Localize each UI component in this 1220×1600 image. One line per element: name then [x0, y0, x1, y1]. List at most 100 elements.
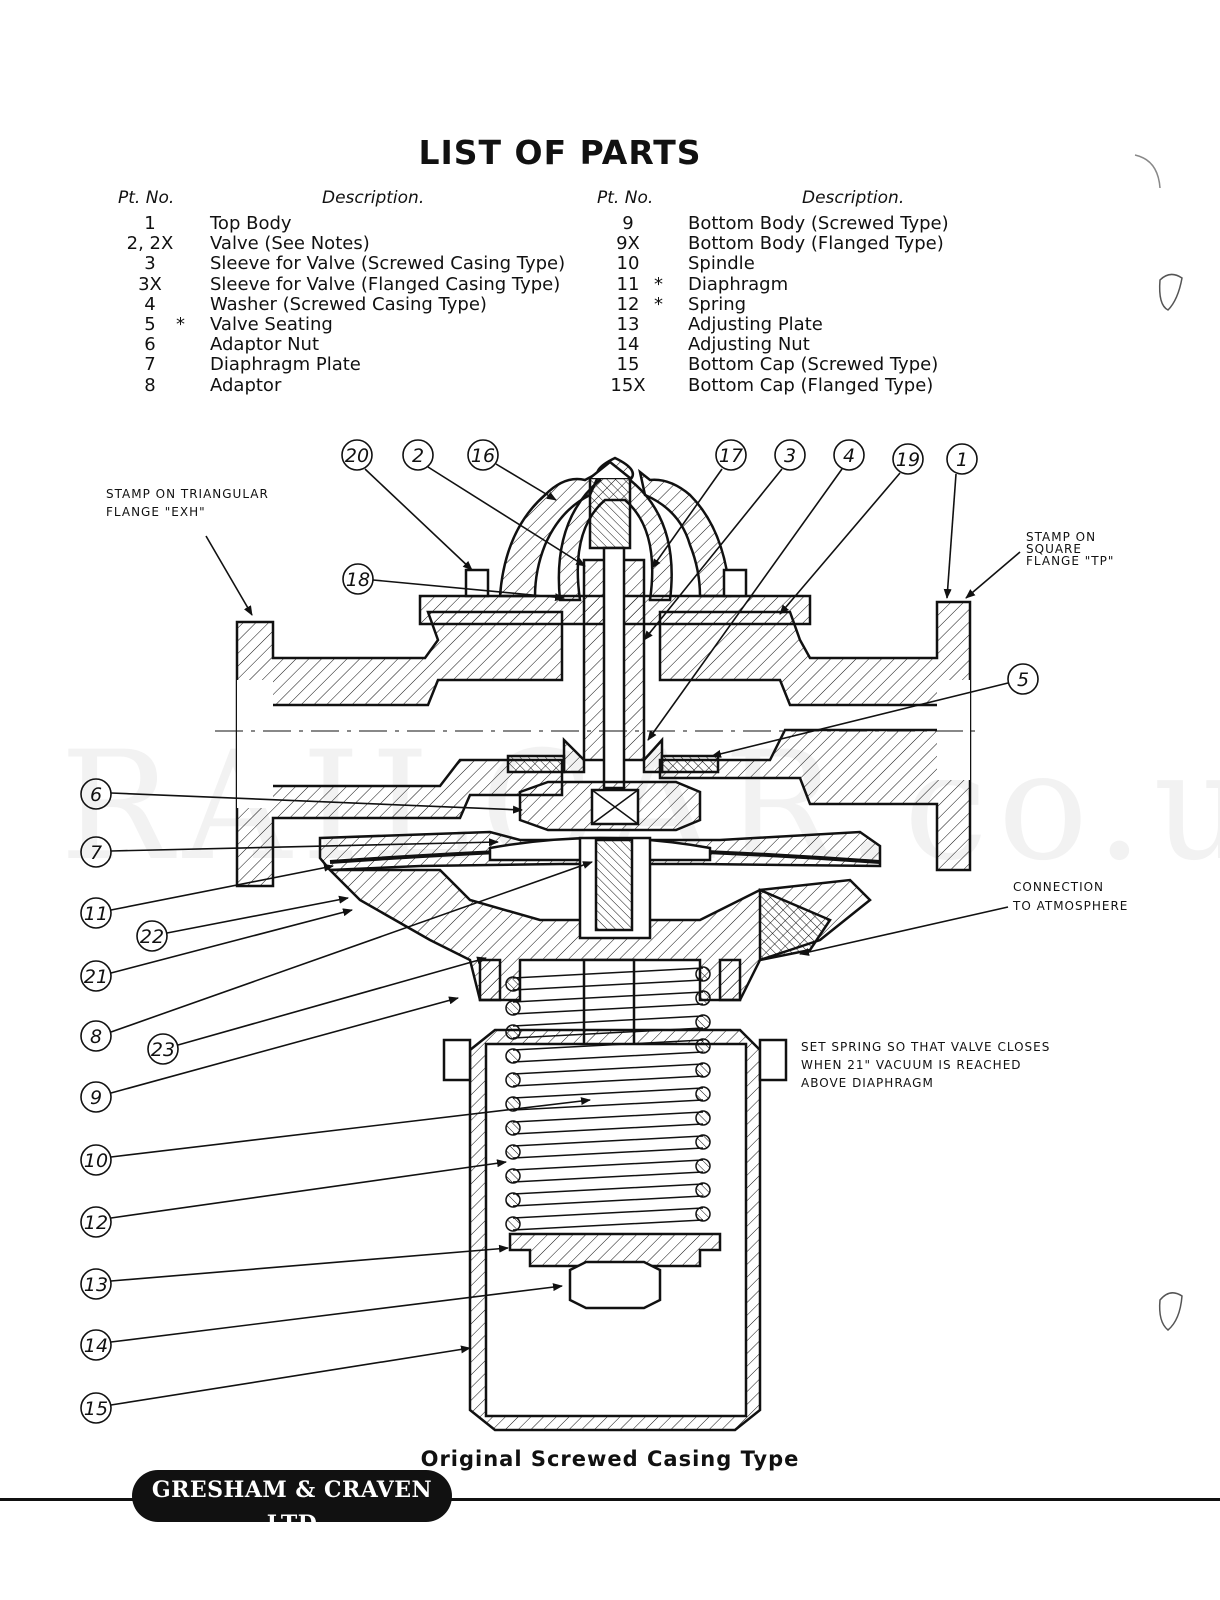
part-number: 11: [616, 273, 640, 295]
leader-line: [110, 908, 353, 974]
leader-line: [799, 906, 1009, 956]
part-description: Spindle: [688, 253, 755, 275]
leader-line: [427, 466, 586, 567]
callout-circle: [774, 439, 806, 471]
leader-line: [110, 1345, 471, 1406]
part-number: 15X: [610, 374, 646, 396]
part-number: 14: [616, 334, 640, 356]
note-spring-line3: ABOVE DIAPHRAGM: [801, 1076, 934, 1090]
valve-body: [235, 456, 972, 1432]
callout-circle: [715, 439, 747, 471]
callout-circle: [80, 960, 112, 992]
part-number: 8: [144, 374, 156, 396]
callout-label: 2: [412, 445, 424, 467]
part-number: 15: [616, 354, 640, 376]
company-logo: GRESHAM & CRAVEN LTD ENGINEERS: [132, 1470, 452, 1549]
leader-line: [110, 1097, 591, 1158]
annotations: STAMP ON TRIANGULAR FLANGE "EXH" STAMP O…: [106, 487, 1127, 1090]
note-stamp-tp-line1: STAMP ON: [1026, 530, 1096, 544]
callout-label: 4: [843, 445, 855, 467]
callout-circle: [80, 1268, 112, 1300]
callout-label: 5: [1017, 669, 1029, 691]
part-row: 5*Valve Seating: [120, 313, 580, 335]
callout-circle: [946, 443, 978, 475]
part-description: Bottom Body (Screwed Type): [688, 213, 949, 234]
callout-label: 17: [719, 445, 743, 467]
part-description: Bottom Cap (Screwed Type): [688, 354, 939, 376]
part-description: Adjusting Nut: [688, 334, 810, 356]
leader-line: [943, 473, 957, 599]
leader-line: [110, 1159, 507, 1219]
callout-label: 20: [345, 445, 369, 467]
part-row: 9X Bottom Body (Flanged Type): [598, 233, 1058, 255]
note-connection-line1: CONNECTION: [1013, 880, 1104, 894]
parts-header-desc-right: Description.: [802, 188, 905, 208]
callout-label: 8: [90, 1026, 102, 1048]
part-number: 9X: [616, 233, 640, 255]
callout-label: 12: [84, 1212, 108, 1234]
note-stamp-tp-line2: SQUARE: [1026, 542, 1082, 556]
diagram-caption: Original Screwed Casing Type: [420, 1447, 800, 1471]
part-star: *: [654, 293, 663, 315]
callout-label: 7: [90, 842, 102, 864]
part-description: Washer (Screwed Casing Type): [210, 293, 487, 315]
callout-circle: [80, 1392, 112, 1424]
callout-circle: [80, 1081, 112, 1113]
callout-circle: [833, 439, 865, 471]
leader-line: [647, 468, 843, 741]
part-number: 2, 2X: [126, 233, 174, 255]
part-number: 12: [616, 293, 640, 315]
leader-line: [779, 472, 901, 615]
callout-circle: [80, 897, 112, 929]
leader-line: [110, 792, 523, 814]
page-title: LIST OF PARTS: [418, 133, 702, 172]
callout-label: 10: [84, 1150, 108, 1172]
spring-coils: [512, 967, 704, 1231]
note-stamp-tp-line3: FLANGE "TP": [1026, 554, 1114, 568]
callout-circle: [341, 439, 373, 471]
leader-line: [110, 861, 593, 1033]
part-number: 5: [144, 313, 156, 335]
callout-labels: 20 2 16 17 3 4 19 1 18 5 6 7 11 22 21 8 …: [84, 445, 1029, 1420]
part-row: 12*Spring: [598, 293, 1058, 315]
part-description: Sleeve for Valve (Screwed Casing Type): [210, 253, 566, 275]
callout-label: 6: [90, 784, 102, 806]
callout-circle: [136, 920, 168, 952]
note-spring-line1: SET SPRING SO THAT VALVE CLOSES: [801, 1040, 1050, 1054]
part-number: 13: [616, 313, 640, 335]
part-description: Sleeve for Valve (Flanged Casing Type): [210, 273, 561, 295]
part-description: Top Body: [210, 213, 292, 234]
callout-circle: [467, 439, 499, 471]
part-description: Diaphragm: [688, 273, 789, 295]
punch-hole-mark: [1158, 1292, 1183, 1331]
part-description: Adaptor Nut: [210, 334, 320, 356]
part-description: Valve Seating: [210, 313, 333, 335]
part-description: Valve (See Notes): [210, 233, 370, 255]
leader-line: [965, 551, 1021, 599]
part-number: 6: [144, 334, 156, 356]
part-row: 13 Adjusting Plate: [598, 313, 1058, 335]
part-description: Bottom Body (Flanged Type): [688, 233, 944, 255]
callout-label: 22: [140, 926, 164, 948]
note-stamp-exh-line2: FLANGE "EXH": [106, 505, 206, 519]
callout-label: 16: [471, 445, 495, 467]
spring-wire-sections: [505, 966, 711, 1232]
callout-circle: [80, 1020, 112, 1052]
callout-label: 13: [84, 1274, 108, 1296]
callout-circle: [80, 1144, 112, 1176]
part-number: 3X: [138, 273, 162, 295]
callout-circle: [147, 1033, 179, 1065]
leader-line: [110, 863, 334, 911]
callout-circle: [342, 563, 374, 595]
part-row: 2, 2X Valve (See Notes): [120, 233, 580, 255]
callout-label: 23: [151, 1039, 175, 1061]
callout-label: 3: [784, 445, 796, 467]
callout-circle: [402, 439, 434, 471]
part-description: Adjusting Plate: [688, 313, 823, 335]
leader-line: [372, 579, 565, 602]
